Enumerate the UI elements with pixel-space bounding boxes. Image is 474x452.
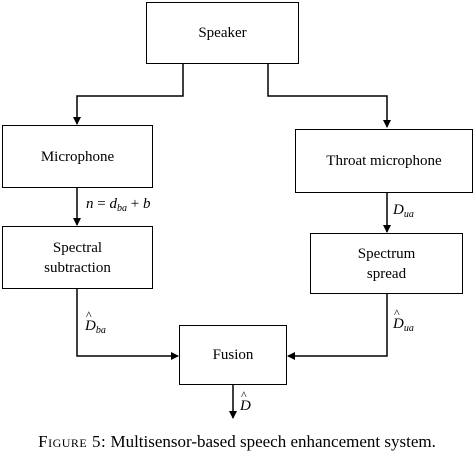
- noise-equation-label: n = dba + b: [86, 196, 151, 214]
- throat-microphone-label: Throat microphone: [326, 153, 442, 169]
- spread-output-label: Dua: [393, 306, 414, 334]
- fusion-output-label: D: [240, 388, 251, 415]
- subtraction-output-label: Dba: [85, 308, 106, 336]
- throat-signal-label: Dua: [393, 202, 414, 220]
- figure-caption-label: Figure 5:: [38, 432, 107, 451]
- arrow-subtraction-to-fusion: [76, 289, 179, 360]
- fusion-node: Fusion: [179, 325, 287, 385]
- spectrum-spread-node: Spectrum spread: [310, 233, 463, 294]
- arrow-spread-to-fusion: [287, 294, 388, 360]
- microphone-node: Microphone: [2, 125, 153, 188]
- speaker-label: Speaker: [198, 25, 247, 41]
- spectral-subtraction-node: Spectral subtraction: [2, 226, 153, 289]
- figure-caption: Figure 5: Multisensor-based speech enhan…: [0, 432, 474, 452]
- fusion-label: Fusion: [212, 347, 254, 363]
- arrow-speaker-to-microphone: [73, 64, 184, 125]
- speaker-node: Speaker: [146, 2, 299, 64]
- throat-microphone-node: Throat microphone: [295, 129, 473, 193]
- spectral-subtraction-label-line1: Spectral: [52, 239, 103, 256]
- figure-caption-text: Multisensor-based speech enhancement sys…: [106, 432, 436, 451]
- spectrum-spread-label-line1: Spectrum: [357, 245, 416, 262]
- spectrum-spread-label-line2: spread: [366, 265, 407, 282]
- spectral-subtraction-label-line2: subtraction: [44, 259, 111, 276]
- microphone-label: Microphone: [40, 148, 115, 165]
- arrow-speaker-to-throat-microphone: [267, 64, 391, 128]
